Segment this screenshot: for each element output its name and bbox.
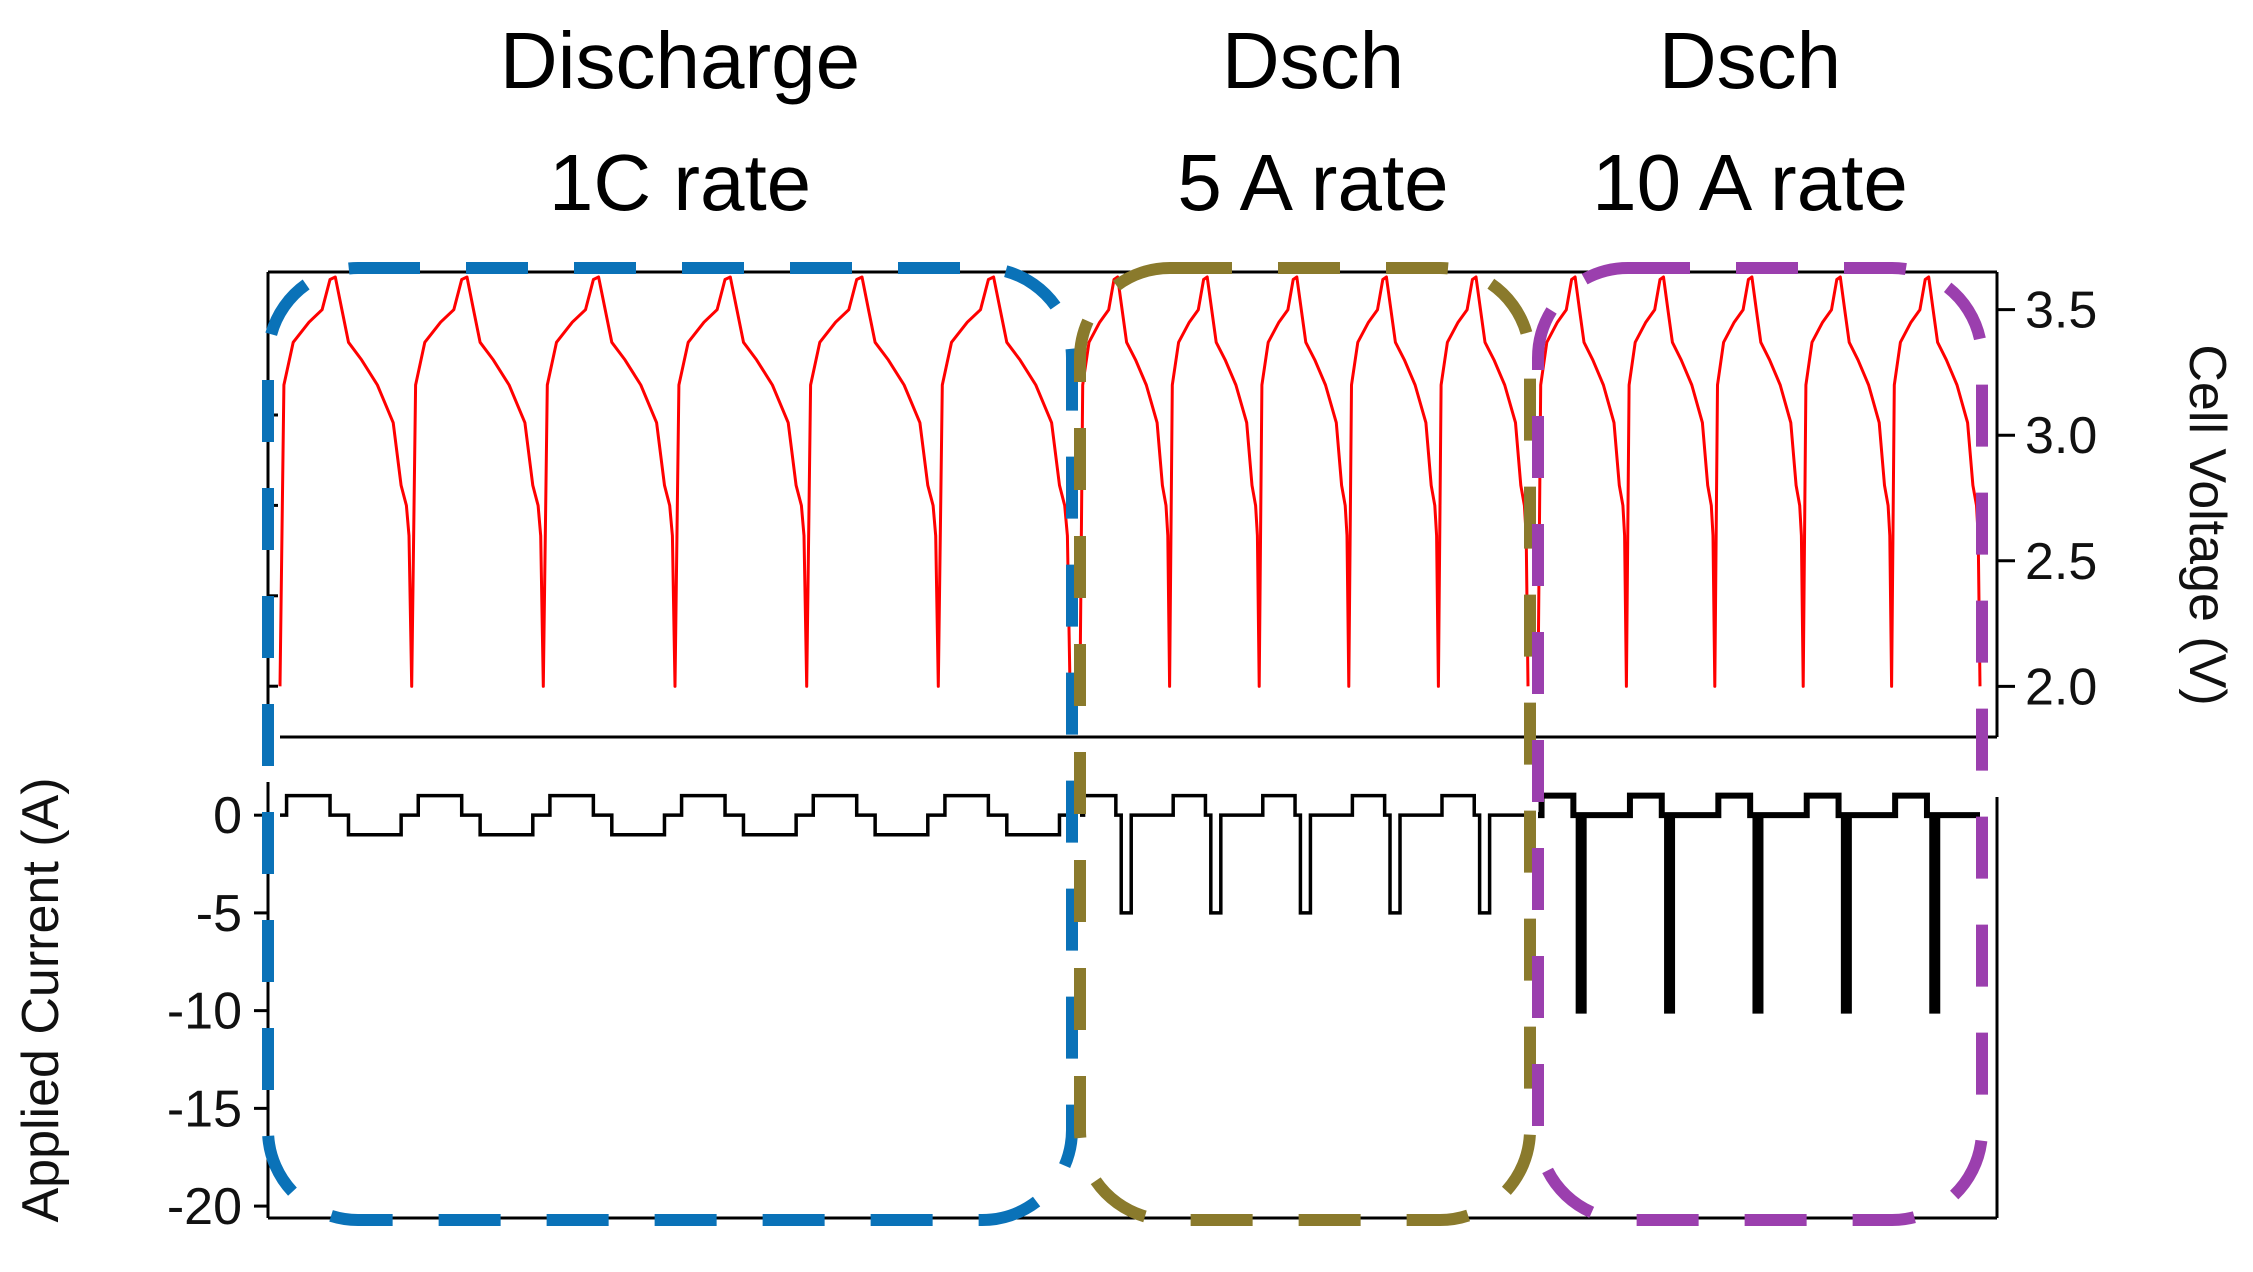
region-label-10a-line1: Dsch (1659, 16, 1841, 105)
current-tick-label-1: -5 (196, 885, 242, 943)
region-outline-2 (1532, 262, 1988, 1226)
current-series-segment-0 (280, 793, 1070, 837)
voltage-tick-label-2: 3.0 (2025, 407, 2097, 465)
region-outline-1 (1074, 262, 1536, 1226)
voltage-tick-label-3: 3.5 (2025, 282, 2097, 340)
region-label-1c-line2: 1C rate (549, 138, 811, 227)
region-label-5a-line2: 5 A rate (1177, 138, 1448, 227)
current-tick-label-0: 0 (213, 787, 242, 845)
region-outline-0 (262, 262, 1078, 1226)
region-label-10a-line2: 10 A rate (1592, 138, 1908, 227)
current-series-segment-1 (1080, 793, 1528, 915)
current-panel: 0 -5 -10 -15 -20 (167, 787, 1980, 1236)
voltage-tick-label-1: 2.5 (2025, 533, 2097, 591)
region-label-1c-line1: Discharge (500, 16, 860, 105)
voltage-series-segment-1 (1078, 275, 1530, 688)
voltage-series-segment-2 (1536, 275, 1982, 688)
current-series-segment-2 (1538, 792, 1980, 1014)
voltage-panel: 2.0 2.5 3.0 3.5 (268, 275, 2097, 716)
current-tick-label-4: -20 (167, 1178, 242, 1236)
current-tick-label-3: -15 (167, 1080, 242, 1138)
current-axis-label: Applied Current (A) (12, 777, 70, 1222)
voltage-axis-label: Cell Voltage (V) (2178, 344, 2236, 705)
panel-frames (266, 270, 1999, 1220)
voltage-tick-label-0: 2.0 (2025, 658, 2097, 716)
region-labels: Discharge 1C rate Dsch 5 A rate Dsch 10 … (500, 16, 1908, 227)
region-outlines (262, 262, 1988, 1226)
region-label-5a-line1: Dsch (1222, 16, 1404, 105)
voltage-series-segment-0 (278, 275, 1072, 688)
current-tick-label-2: -10 (167, 983, 242, 1041)
